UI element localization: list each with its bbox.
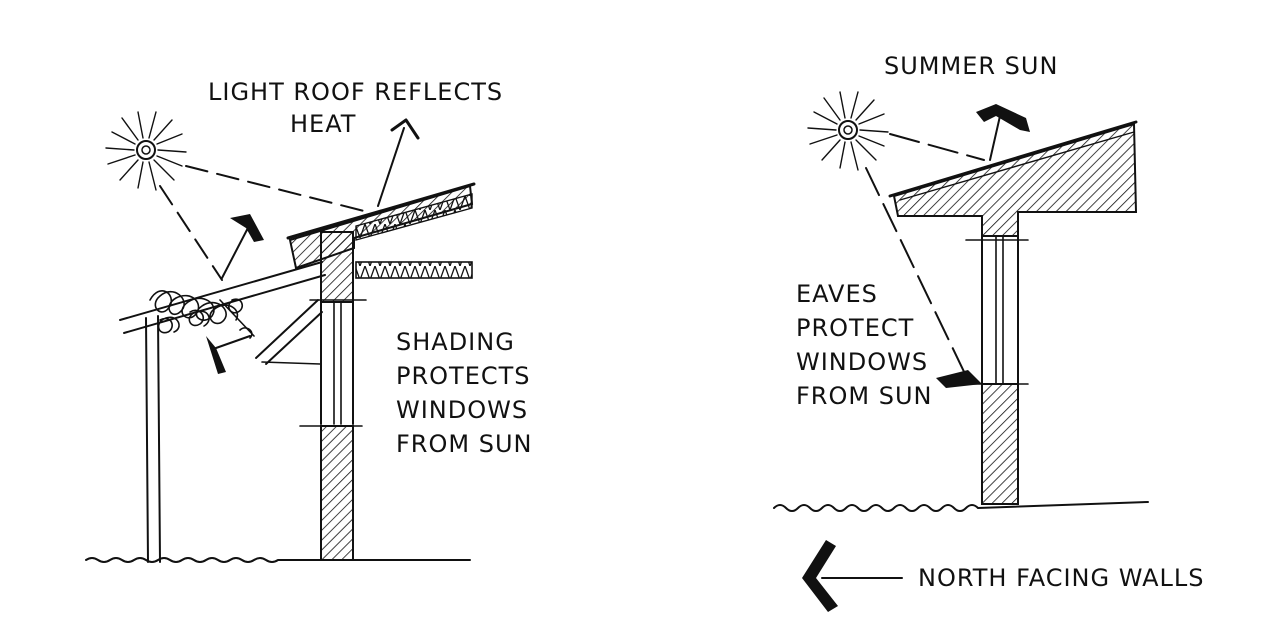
label-light-roof-line2: HEAT <box>290 110 356 138</box>
right-sketch: SUMMER SUN EAVES PROTECT WINDOWS FROM SU… <box>773 52 1149 512</box>
label-eaves-line2: PROTECT <box>796 314 914 342</box>
window-right <box>965 235 1029 385</box>
sun-ray-eave-right <box>865 167 969 381</box>
label-eaves-line4: FROM SUN <box>796 382 932 410</box>
arrow-left-icon <box>802 540 903 612</box>
label-shading-line2: PROTECTS <box>396 362 531 390</box>
left-sketch: LIGHT ROOF REFLECTS HEAT SHADING PROTECT… <box>85 78 532 563</box>
vine-foliage <box>149 290 253 339</box>
label-shading-line1: SHADING <box>396 328 515 356</box>
pergola-post <box>145 315 161 563</box>
sun-ray-roof-right <box>889 133 985 161</box>
sun-ray-roof <box>185 165 369 213</box>
reflect-arrow-roof <box>377 118 420 207</box>
label-eaves-line3: WINDOWS <box>796 348 928 376</box>
wall-lower-right <box>981 383 1019 505</box>
diagonal-brace <box>255 299 323 365</box>
eave-roof <box>888 120 1138 237</box>
wall-lower <box>320 425 354 561</box>
sun-ray-vine <box>159 185 223 281</box>
label-shading-line4: FROM SUN <box>396 430 532 458</box>
reflect-arrow-right <box>976 104 1030 161</box>
reflect-arrow-down <box>206 335 251 374</box>
label-summer-sun: SUMMER SUN <box>884 52 1058 80</box>
sun-icon <box>105 111 187 191</box>
legend: NORTH FACING WALLS <box>802 540 1205 612</box>
leader-shading <box>219 299 255 337</box>
reflect-arrow-vine <box>221 214 264 279</box>
label-light-roof-line1: LIGHT ROOF REFLECTS <box>208 78 503 106</box>
label-eaves-line1: EAVES <box>796 280 878 308</box>
legend-label: NORTH FACING WALLS <box>918 564 1205 592</box>
ground-line-right <box>773 501 1149 512</box>
roof <box>286 182 476 270</box>
eave-arrow-right <box>936 370 982 388</box>
ceiling-insulation <box>355 261 473 279</box>
ground-line <box>85 557 471 563</box>
summer-sun-icon <box>807 91 889 171</box>
label-shading-line3: WINDOWS <box>396 396 528 424</box>
